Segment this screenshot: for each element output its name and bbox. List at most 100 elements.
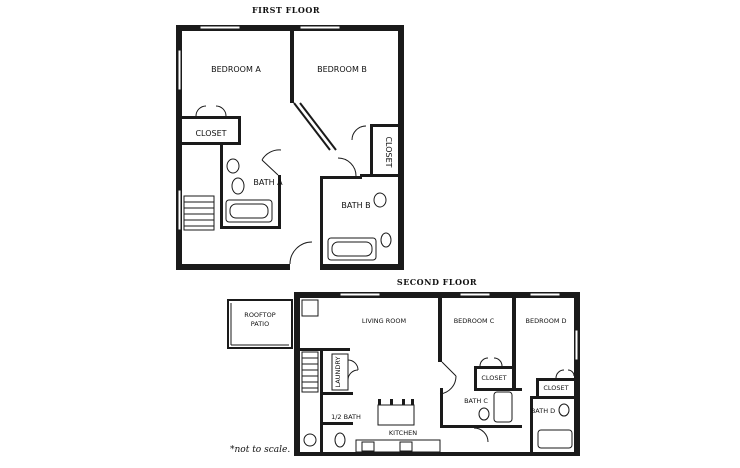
window: [339, 292, 381, 297]
wall: [474, 388, 522, 391]
wall: [220, 226, 280, 229]
wall: [370, 124, 373, 176]
wall: [294, 452, 580, 456]
wall: [294, 292, 300, 456]
stool: [411, 399, 414, 405]
wall: [238, 116, 241, 145]
window: [177, 49, 182, 91]
first-floor-title: FIRST FLOOR: [252, 5, 320, 15]
kitchen-island: [377, 404, 415, 426]
window: [199, 25, 241, 30]
wall: [438, 298, 442, 362]
laundry-closet: [331, 353, 349, 391]
wall: [290, 31, 294, 103]
door-swing: [337, 157, 357, 177]
wall: [370, 124, 398, 127]
room-label: CLOSET: [195, 129, 226, 138]
room-label: 1/2 BATH: [331, 413, 361, 421]
door-swing: [289, 241, 313, 265]
wall: [182, 142, 238, 145]
wall: [220, 145, 223, 229]
kitchen-sink: [399, 441, 413, 452]
wall: [299, 102, 337, 151]
door-swing: [347, 359, 359, 381]
wall: [320, 264, 404, 270]
wall: [176, 25, 404, 31]
room-label: BATH D: [531, 407, 555, 415]
range: [361, 441, 375, 452]
second-floor-title: SECOND FLOOR: [397, 277, 477, 287]
wall: [536, 378, 576, 381]
room-label: BEDROOM B: [317, 65, 367, 74]
scale-note: *not to scale.: [230, 445, 290, 455]
wall: [512, 298, 516, 388]
window: [177, 189, 182, 231]
wall: [474, 366, 514, 369]
room-label: PATIO: [251, 320, 269, 328]
toilet: [380, 232, 392, 248]
room-label: BEDROOM D: [526, 317, 567, 325]
toilet: [231, 177, 245, 195]
window: [459, 292, 491, 297]
room-label: CLOSET: [481, 374, 506, 382]
wall: [176, 25, 182, 270]
first-floor-plan: FIRST FLOOR: [176, 5, 404, 270]
room-label: BATH C: [464, 397, 488, 405]
door-swing: [473, 427, 489, 443]
room-label: BEDROOM C: [454, 317, 495, 325]
rooftop-patio-outline: [227, 299, 293, 349]
bathtub: [493, 391, 513, 423]
room-label: ROOFTOP: [244, 311, 275, 319]
wall: [398, 25, 404, 270]
door-swing: [351, 125, 367, 141]
wall: [440, 425, 522, 428]
window: [529, 292, 561, 297]
kitchen-counter: [355, 439, 441, 453]
wall: [530, 396, 533, 454]
second-floor-plan: SECOND FLOOR: [227, 277, 580, 456]
room-label: CLOSET: [384, 136, 393, 167]
stool: [378, 399, 381, 405]
room-label: LAUNDRY: [334, 357, 342, 388]
room-label: CLOSET: [543, 384, 568, 392]
door-swing: [195, 105, 227, 117]
wall: [293, 102, 331, 151]
staircase: [301, 351, 319, 393]
wall: [440, 388, 443, 428]
sink: [226, 158, 240, 174]
bathtub-basin: [229, 203, 269, 219]
appliance: [301, 299, 319, 317]
wall: [300, 348, 350, 351]
room-label: BATH B: [341, 201, 370, 210]
wall: [176, 264, 290, 270]
room-label: KITCHEN: [389, 429, 417, 437]
stool: [390, 399, 393, 405]
bathtub-basin: [331, 241, 373, 257]
sink: [558, 403, 570, 417]
wall: [320, 176, 323, 268]
door-swing: [479, 357, 503, 367]
toilet: [334, 432, 346, 448]
wall: [323, 422, 353, 425]
wall: [360, 174, 398, 177]
room-label: BATH A: [253, 178, 283, 187]
wall: [530, 396, 576, 399]
wall: [182, 116, 238, 119]
room-label: BEDROOM A: [211, 65, 261, 74]
wall: [320, 350, 323, 454]
room-label: LIVING ROOM: [362, 317, 406, 325]
bathtub: [537, 429, 573, 449]
wall: [574, 292, 580, 456]
wall: [320, 176, 362, 179]
door-swing: [555, 369, 575, 379]
wall: [294, 292, 580, 298]
staircase: [183, 195, 215, 231]
window: [299, 25, 341, 30]
sink: [303, 433, 317, 447]
stool: [402, 399, 405, 405]
wall: [323, 392, 353, 395]
sink: [373, 192, 387, 208]
toilet: [478, 407, 490, 421]
window: [574, 329, 579, 361]
